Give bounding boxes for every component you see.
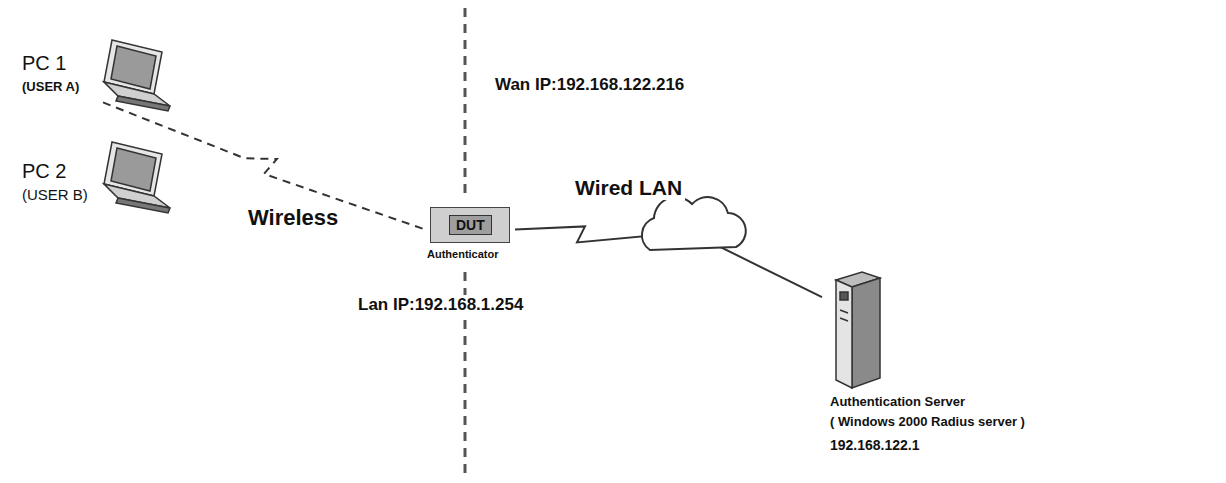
device-casing: DUT [430,207,510,243]
pc-name: PC 1 [22,52,66,75]
authentication-server: Authentication Server ( Windows 2000 Radi… [822,265,1031,460]
link-label: Wireless [245,205,341,230]
laptop-icon [104,142,170,213]
wan-ip-label: Wan IP:192.168.122.216 [492,75,687,95]
pc-station: PC 2 (USER B) [15,150,103,228]
user-name: (USER B) [22,186,88,203]
server-name: Authentication Server [830,395,965,410]
lan-ip-label: Lan IP:192.168.1.254 [355,295,526,315]
boundary-line [464,8,467,200]
server-icon [836,272,880,388]
server-ip: 192.168.122.1 [830,437,920,453]
link-label: Wired LAN [572,176,685,200]
network-cloud [642,197,746,250]
authenticator-device: DUT Authenticator [425,203,515,269]
user-name: (USER A) [22,80,79,95]
device-role: Authenticator [427,248,499,261]
device-name: DUT [449,215,492,235]
laptop-icon [104,40,170,111]
server-type: ( Windows 2000 Radius server ) [830,415,1025,430]
pc-station: PC 1 (USER A) [15,40,103,118]
wireless-link [103,102,425,229]
pc-name: PC 2 [22,160,66,183]
